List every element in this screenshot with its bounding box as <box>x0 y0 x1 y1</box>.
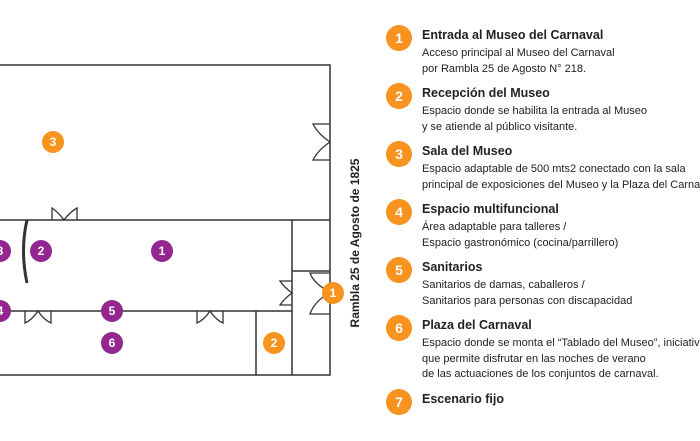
plan-marker-orange-3: 3 <box>42 131 64 153</box>
legend-title: Espacio multifuncional <box>422 202 559 216</box>
legend-description: Sanitarios de damas, caballeros / Sanitar… <box>422 278 632 309</box>
plan-marker-purple-4: 4 <box>0 300 11 322</box>
walls <box>0 64 331 376</box>
legend-title: Entrada al Museo del Carnaval <box>422 28 604 42</box>
legend-description: Espacio donde se monta el “Tablado del M… <box>422 336 700 383</box>
desc-line: Sanitarios para personas con discapacida… <box>422 294 633 307</box>
legend-title: Sanitarios <box>422 260 483 274</box>
legend-number: 5 <box>386 257 412 283</box>
desc-line: Espacio donde se habilita la entrada al … <box>422 105 648 117</box>
legend-description: Espacio adaptable de 500 mts2 conectado … <box>422 162 700 193</box>
floor-plan <box>0 64 332 376</box>
desc-line: por Rambla 25 de Agosto N° 218. <box>422 62 587 75</box>
legend-title: Recepción del Museo <box>422 86 550 100</box>
legend-number: 6 <box>386 315 412 341</box>
plan-marker-orange-2: 2 <box>263 332 285 354</box>
street-label: Rambla 25 de Agosto de 1825 <box>348 158 362 328</box>
legend-description: Acceso principal al Museo del Carnaval po… <box>422 46 615 77</box>
desc-line: Acceso principal al Museo del Carnaval <box>422 47 615 59</box>
legend-number: 2 <box>386 83 412 109</box>
desc-line: Sanitarios de damas, caballeros / <box>422 279 585 291</box>
desc-line: Espacio donde se monta el “Tablado del M… <box>422 337 700 349</box>
legend-number: 3 <box>386 141 412 167</box>
desc-line: que permite disfrutar en las noches de v… <box>422 352 646 365</box>
plan-marker-orange-1: 1 <box>322 282 344 304</box>
desc-line: Espacio gastronómico (cocina/parrillero) <box>422 236 619 249</box>
desc-line: principal de exposiciones del Museo y la… <box>422 178 700 191</box>
legend-number: 7 <box>386 389 412 415</box>
doors <box>22 123 332 324</box>
plan-marker-purple-5: 5 <box>101 300 123 322</box>
plan-marker-purple-1: 1 <box>151 240 173 262</box>
legend-description: Área adaptable para talleres / Espacio ga… <box>422 220 618 251</box>
legend-title: Escenario fijo <box>422 392 504 406</box>
legend-number: 1 <box>386 25 412 51</box>
plan-marker-purple-3: 3 <box>0 240 11 262</box>
desc-line: Área adaptable para talleres / <box>422 221 567 233</box>
legend-title: Sala del Museo <box>422 144 513 158</box>
plan-marker-purple-6: 6 <box>101 332 123 354</box>
legend-description: Espacio donde se habilita la entrada al … <box>422 104 647 135</box>
legend-title: Plaza del Carnaval <box>422 318 532 332</box>
legend-number: 4 <box>386 199 412 225</box>
desc-line: Espacio adaptable de 500 mts2 conectado … <box>422 163 686 175</box>
plan-marker-purple-2: 2 <box>30 240 52 262</box>
desc-line: de las actuaciones de los conjuntos de c… <box>422 368 659 380</box>
desc-line: y se atiende al público visitante. <box>422 120 578 133</box>
